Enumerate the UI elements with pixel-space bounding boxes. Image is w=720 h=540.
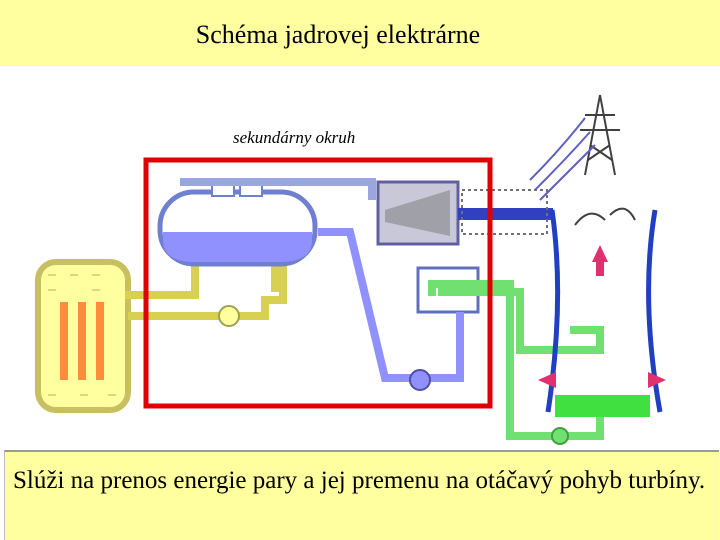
fuel-rod [78, 302, 86, 380]
turbine [376, 180, 553, 246]
cooling-pump [551, 427, 569, 445]
slide-title: Schéma jadrovej elektrárne [195, 20, 481, 49]
nuclear-plant-diagram [35, 94, 666, 445]
steam-pipe [180, 178, 376, 200]
fuel-rod [60, 302, 68, 380]
cooling-loop [428, 280, 604, 440]
feedwater-pump [409, 369, 431, 391]
fuel-rod [96, 302, 104, 380]
secondary-loop [318, 228, 464, 382]
caption-box: Slúži na prenos energie pary a jej preme… [4, 450, 719, 540]
cooling-tower [538, 207, 666, 417]
secondary-circuit-label: sekundárny okruh [233, 128, 356, 147]
secondary-circuit-frame [143, 157, 493, 409]
steam-generator [157, 181, 318, 267]
title-bar: Schéma jadrovej elektrárne [0, 0, 720, 66]
power-pylon [529, 94, 620, 201]
reactor-vessel [35, 259, 131, 413]
primary-pump [218, 305, 240, 327]
caption-text: Slúži na prenos energie pary a jej preme… [13, 467, 706, 494]
